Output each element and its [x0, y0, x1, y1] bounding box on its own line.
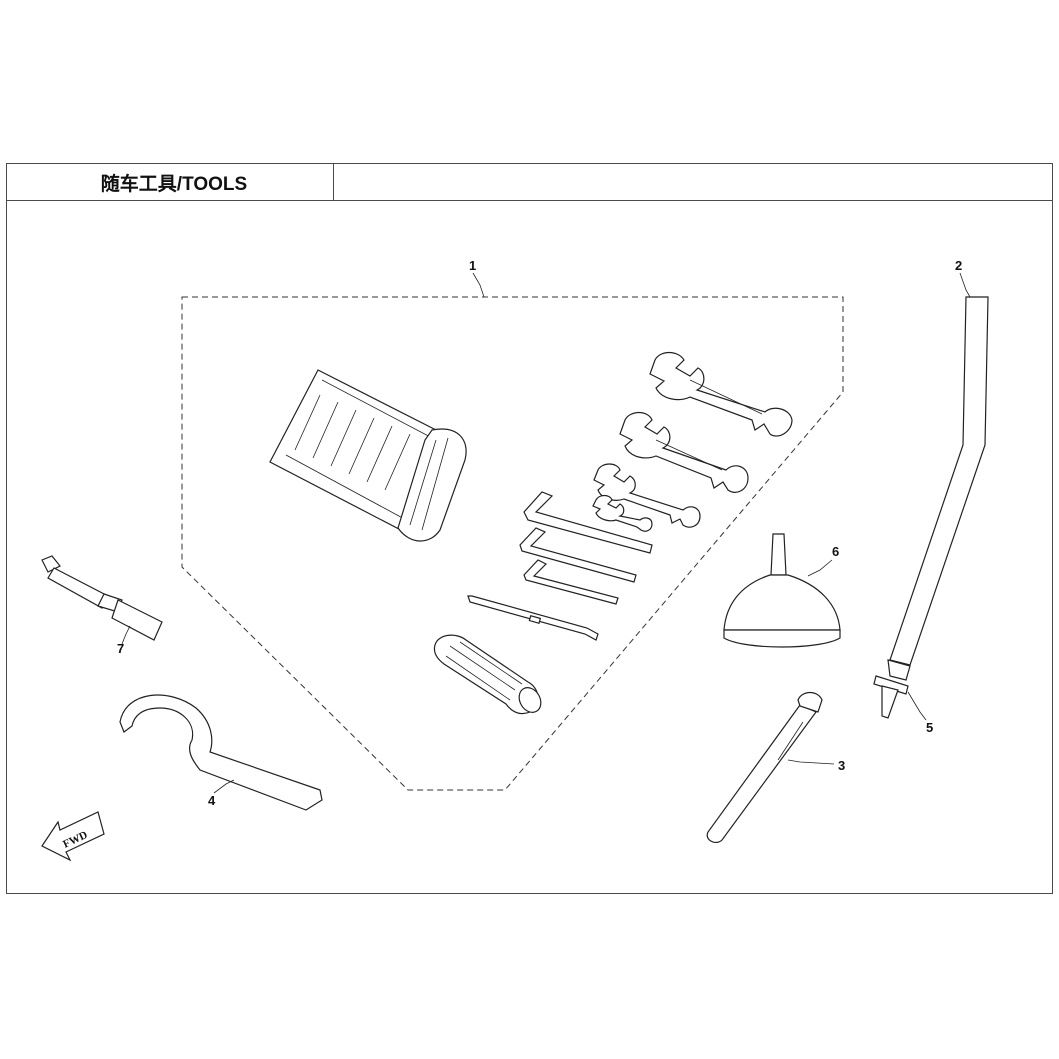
tool-kit-boundary	[181, 296, 844, 791]
title-box: 随车工具/TOOLS	[6, 163, 334, 201]
diagram-frame	[6, 163, 1053, 894]
spark-plug-socket: 7	[41, 555, 163, 656]
hex-key-large	[523, 491, 653, 554]
fwd-arrow-icon: FWD	[41, 811, 105, 862]
open-end-wrench-small	[593, 463, 701, 528]
callout-7-label: 7	[117, 641, 124, 656]
callout-4-label: 4	[208, 793, 216, 808]
callout-1: 1	[469, 258, 485, 298]
callout-2-label: 2	[955, 258, 962, 273]
page-title: 随车工具/TOOLS	[100, 173, 248, 195]
screwdriver-handle	[433, 634, 542, 715]
open-end-wrench-large	[649, 351, 793, 437]
open-end-wrench-tiny	[592, 494, 653, 532]
callout-3-label: 3	[838, 758, 845, 773]
tool-roll	[269, 369, 467, 542]
hex-key-small	[523, 559, 619, 605]
callout-5-label: 5	[926, 720, 933, 735]
callout-1-label: 1	[469, 258, 476, 273]
extension-pipe: 2	[887, 258, 989, 681]
hook-spanner-wrench: 4	[119, 694, 323, 811]
nozzle-tip: 5	[873, 675, 933, 735]
open-end-wrench-medium	[619, 411, 749, 493]
title-divider	[334, 200, 1053, 201]
funnel: 6	[723, 533, 841, 648]
hex-key-medium	[519, 527, 637, 583]
pressure-gauge: 3	[706, 691, 845, 844]
callout-6-label: 6	[832, 544, 839, 559]
screwdriver-bit	[467, 595, 599, 641]
